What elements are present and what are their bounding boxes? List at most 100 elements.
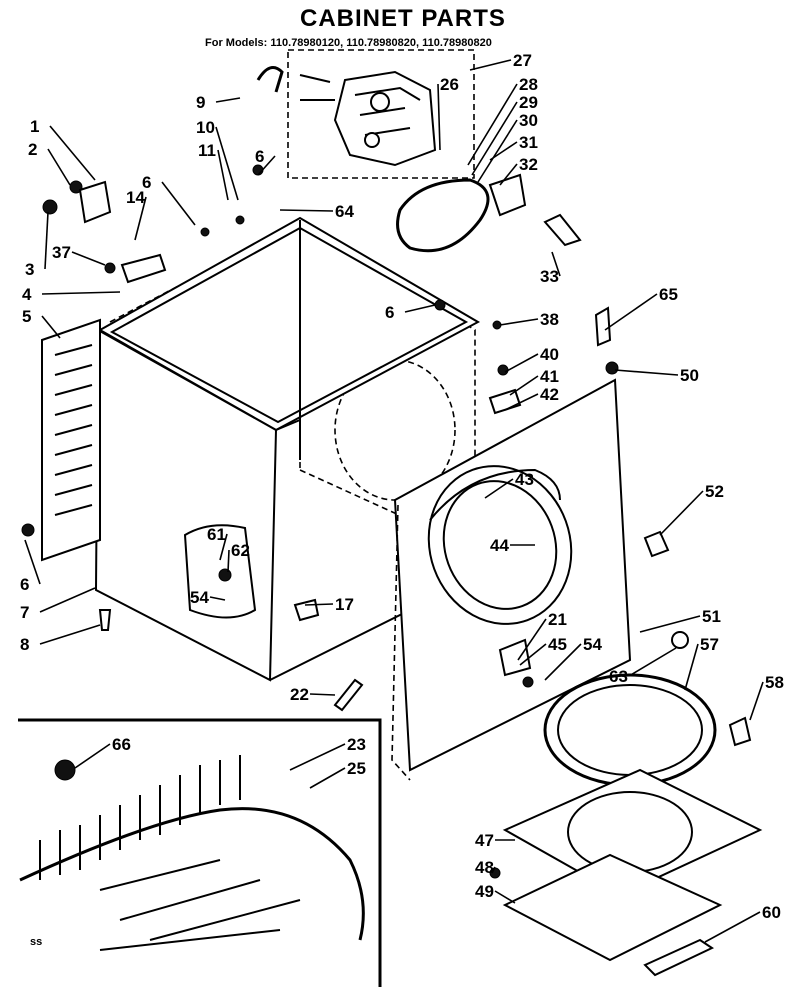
part-number-label: 54: [190, 588, 209, 607]
part-number-label: 8: [20, 635, 29, 654]
callout-line: [704, 911, 761, 943]
callout-line: [477, 119, 518, 183]
part-number-label: 52: [705, 482, 724, 501]
part-number-label: 6: [20, 575, 29, 594]
callout-line: [628, 647, 677, 677]
part-number-label: 7: [20, 603, 29, 622]
part-number-label: 29: [519, 93, 538, 112]
part-number-label: 1: [30, 117, 39, 136]
door-handle: [643, 938, 715, 977]
part-number-label: 14: [126, 188, 145, 207]
part-number-label: 10: [196, 118, 215, 137]
callout-line: [227, 549, 230, 573]
callout-line: [71, 251, 106, 266]
part-number-label: 25: [347, 759, 366, 778]
wiring-harness-inset: [18, 718, 382, 987]
callout-line: [304, 603, 334, 606]
model-numbers: For Models: 110.78980120, 110.78980820, …: [205, 37, 492, 49]
callout-line: [49, 125, 96, 181]
part-number-label: 50: [680, 366, 699, 385]
cabinet-right-side: [269, 419, 411, 681]
callout-line: [639, 615, 701, 633]
callout-line: [215, 97, 241, 103]
motor-assembly-inset: [256, 49, 475, 179]
part-number-label: 38: [540, 310, 559, 329]
part-number-label: 45: [548, 635, 567, 654]
part-number-label: 6: [385, 303, 394, 322]
part-number-label: 30: [519, 111, 538, 130]
callout-line: [215, 126, 239, 201]
callout-line: [471, 101, 518, 176]
part-number-label: 66: [112, 735, 131, 754]
callout-line: [437, 83, 441, 151]
part-number-label: 26: [440, 75, 459, 94]
corner-mark: ss: [30, 936, 42, 948]
part-number-label: 60: [762, 903, 781, 922]
part-number-label: 6: [255, 147, 264, 166]
part-number-label: 9: [196, 93, 205, 112]
callout-line: [614, 369, 679, 376]
part-number-label: 63: [609, 667, 628, 686]
callout-line: [24, 539, 41, 585]
callout-line: [484, 478, 514, 499]
door-outer-panel: [502, 853, 723, 962]
front-panel: [391, 378, 632, 781]
part-number-label: 21: [548, 610, 567, 629]
callout-line: [499, 318, 539, 326]
part-number-labels: 1234566667891011141721222325262728293031…: [20, 51, 784, 943]
callout-line: [219, 533, 228, 561]
callout-line: [74, 743, 111, 769]
part-number-label: 47: [475, 831, 494, 850]
part-number-label: 27: [513, 51, 532, 70]
callout-line: [209, 596, 226, 601]
part-number-label: 58: [765, 673, 784, 692]
callout-line: [47, 148, 71, 186]
part-number-label: 6: [142, 173, 151, 192]
part-number-label: 28: [519, 75, 538, 94]
callout-line: [659, 490, 704, 536]
callout-line: [289, 743, 346, 771]
door-seal-ring: [543, 673, 717, 787]
part-number-label: 64: [335, 202, 354, 221]
part-number-label: 41: [540, 367, 559, 386]
part-number-label: 49: [475, 882, 494, 901]
callout-line: [491, 866, 496, 874]
callout-line: [44, 211, 49, 270]
part-number-label: 23: [347, 735, 366, 754]
callout-line: [749, 681, 764, 721]
callout-line: [469, 59, 512, 71]
callout-line: [404, 304, 436, 313]
callout-line: [41, 315, 61, 339]
misc-fasteners: [21, 164, 752, 879]
callout-line: [39, 624, 101, 645]
part-number-label: 11: [198, 141, 216, 160]
callout-line: [499, 163, 518, 186]
callout-line: [257, 155, 276, 176]
drive-belt: [396, 178, 490, 253]
part-number-label: 61: [207, 525, 226, 544]
callout-line: [551, 251, 561, 277]
part-number-label: 17: [335, 595, 354, 614]
access-panel: [183, 524, 257, 619]
callout-line: [504, 393, 539, 411]
part-number-label: 42: [540, 385, 559, 404]
part-number-label: 5: [22, 307, 31, 326]
part-number-label: 48: [475, 858, 494, 877]
part-number-label: 33: [540, 267, 559, 286]
callout-line: [309, 767, 346, 789]
part-number-label: 54: [583, 635, 602, 654]
callout-line: [489, 141, 518, 161]
part-number-label: 43: [515, 470, 534, 489]
callout-line: [517, 618, 547, 661]
callout-line: [467, 83, 518, 166]
callout-line: [544, 643, 582, 681]
part-number-label: 51: [702, 607, 721, 626]
callout-line: [39, 587, 96, 613]
callout-line: [41, 291, 121, 295]
callout-line: [519, 643, 547, 666]
part-number-label: 65: [659, 285, 678, 304]
part-number-label: 22: [290, 685, 309, 704]
callout-line: [161, 181, 196, 226]
part-number-label: 40: [540, 345, 559, 364]
